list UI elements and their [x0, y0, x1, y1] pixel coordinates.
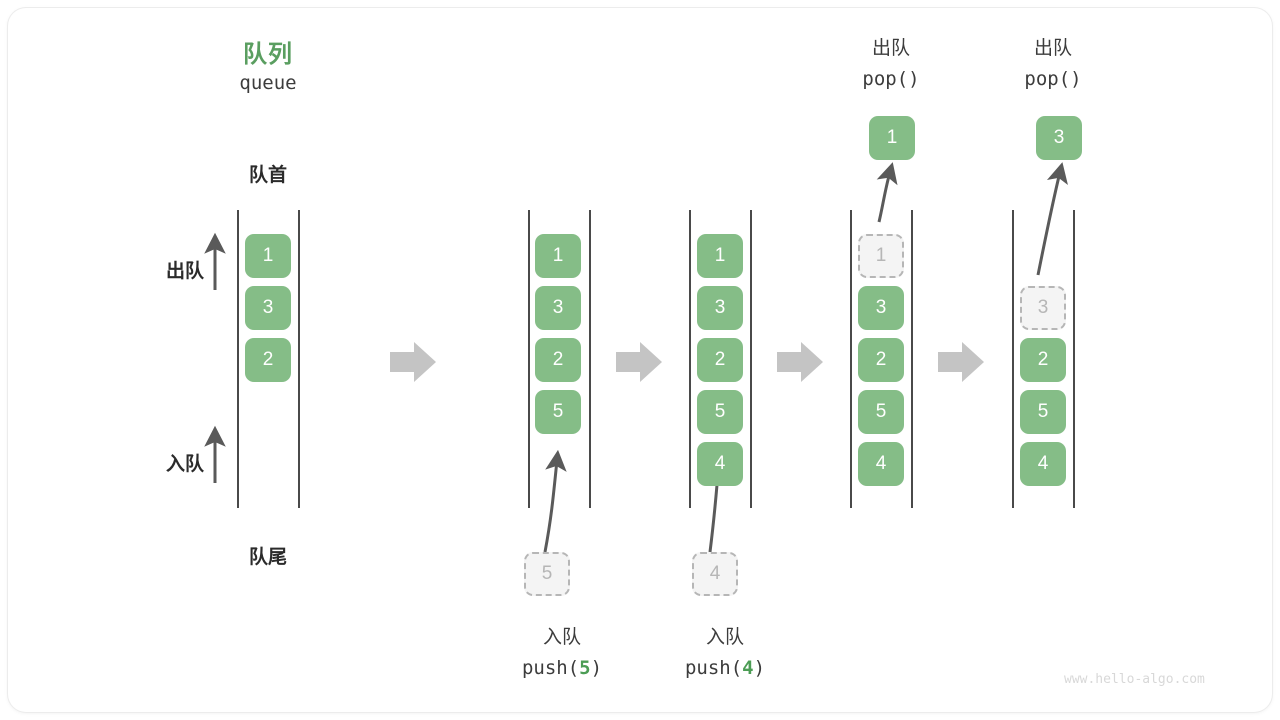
queue-cell: 5	[697, 390, 743, 434]
queue-cell: 2	[1020, 338, 1066, 382]
queue-cell: 5	[858, 390, 904, 434]
queue-cell: 5	[535, 390, 581, 434]
front-label: 队首	[248, 165, 287, 186]
popped-cell: 3	[1036, 116, 1082, 160]
popped-cell: 1	[869, 116, 915, 160]
incoming-ghost-cell: 4	[692, 552, 738, 596]
rear-label: 队尾	[248, 547, 287, 568]
queue-cell: 3	[535, 286, 581, 330]
queue-cell: 4	[858, 442, 904, 486]
queue-cell: 1	[697, 234, 743, 278]
popped-ghost-cell: 1	[858, 234, 904, 278]
pop-label-code-step4: pop()	[862, 68, 920, 90]
queue-cell: 4	[1020, 442, 1066, 486]
queue-cell: 3	[697, 286, 743, 330]
dequeue-side-label: 出队	[165, 261, 204, 282]
queue-cell: 1	[535, 234, 581, 278]
incoming-ghost-cell: 5	[524, 552, 570, 596]
pop-label-code-step5: pop()	[1024, 68, 1082, 90]
push-label-cn-step2: 入队	[542, 627, 581, 648]
queue-cell: 4	[697, 442, 743, 486]
watermark: www.hello-algo.com	[1064, 672, 1205, 687]
push-label-code-step2: push(5)	[502, 657, 622, 679]
diagram-card	[8, 8, 1272, 712]
push-code-pre-2: push(	[521, 657, 580, 679]
push-code-post-2: )	[590, 657, 603, 679]
queue-cell: 1	[245, 234, 291, 278]
pop-label-cn-step5: 出队	[1033, 38, 1072, 59]
queue-cell: 2	[535, 338, 581, 382]
queue-cell: 2	[858, 338, 904, 382]
push-label-code-step3: push(4)	[665, 657, 785, 679]
enqueue-side-label: 入队	[165, 454, 204, 475]
queue-cell: 2	[697, 338, 743, 382]
queue-cell: 3	[245, 286, 291, 330]
push-code-arg-3: 4	[742, 657, 754, 679]
push-code-pre-3: push(	[684, 657, 743, 679]
pop-label-cn-step4: 出队	[871, 38, 910, 59]
queue-cell: 2	[245, 338, 291, 382]
push-code-arg-2: 5	[579, 657, 591, 679]
popped-ghost-cell: 3	[1020, 286, 1066, 330]
diagram-title-cn: 队列	[243, 41, 293, 68]
diagram-title-code: queue	[239, 72, 297, 94]
queue-cell: 3	[858, 286, 904, 330]
push-label-cn-step3: 入队	[705, 627, 744, 648]
queue-cell: 5	[1020, 390, 1066, 434]
push-code-post-3: )	[753, 657, 766, 679]
